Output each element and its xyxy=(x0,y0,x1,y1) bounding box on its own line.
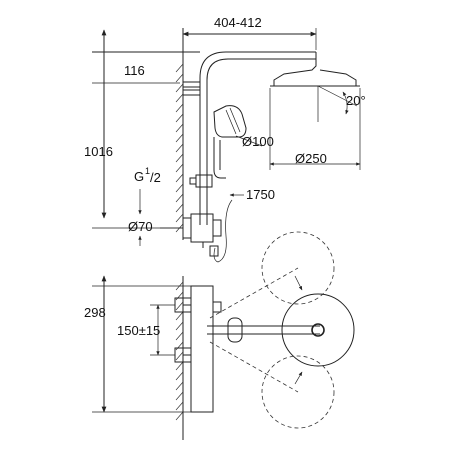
inlet-spacing-label: 150±15 xyxy=(117,323,160,338)
slider-holder xyxy=(195,174,213,188)
shower-head xyxy=(270,59,360,122)
side-elevation-view: 404-412 116 1016 G 1 /2 Ø70 Ø100 1750 Ø2… xyxy=(84,15,366,263)
hose-connector xyxy=(209,245,219,257)
swing-arm-paths xyxy=(209,267,299,393)
wall-hatching xyxy=(175,28,184,240)
arm-length-label: 404-412 xyxy=(214,15,262,30)
head-diameter-label: Ø250 xyxy=(295,151,327,166)
handshower-diameter-label: Ø100 xyxy=(242,134,274,149)
shower-hose xyxy=(213,199,233,263)
plan-depth-label: 298 xyxy=(84,305,106,320)
connection-superscript: 1 xyxy=(145,166,150,176)
plan-view: 298 150±15 xyxy=(84,231,355,440)
total-height-label: 1016 xyxy=(84,144,113,159)
plan-slider xyxy=(227,317,243,343)
connection-thread-label: G 1 /2 xyxy=(134,166,161,246)
top-offset-label: 116 xyxy=(124,63,145,78)
plan-shower-arm xyxy=(207,325,320,335)
inlet-diameter-label: Ø70 xyxy=(128,219,153,234)
slider-knob xyxy=(189,177,197,185)
plan-shower-head xyxy=(281,293,355,367)
swing-position-upper xyxy=(261,231,335,305)
thermostat-body xyxy=(182,213,222,248)
connection-letter: G xyxy=(134,169,144,184)
hand-shower xyxy=(213,105,247,179)
head-angle-arc xyxy=(342,91,349,115)
handshower-leader-line xyxy=(235,135,263,147)
head-angle-label: 20° xyxy=(346,93,366,108)
swing-position-lower xyxy=(261,355,335,429)
hose-length-label: 1750 xyxy=(246,187,275,202)
plan-wall-hatching xyxy=(175,281,184,421)
riser-pipe xyxy=(182,51,317,225)
plan-thermostat-body xyxy=(190,285,214,413)
connection-fraction: /2 xyxy=(150,170,161,185)
plan-head-joint xyxy=(311,323,325,337)
